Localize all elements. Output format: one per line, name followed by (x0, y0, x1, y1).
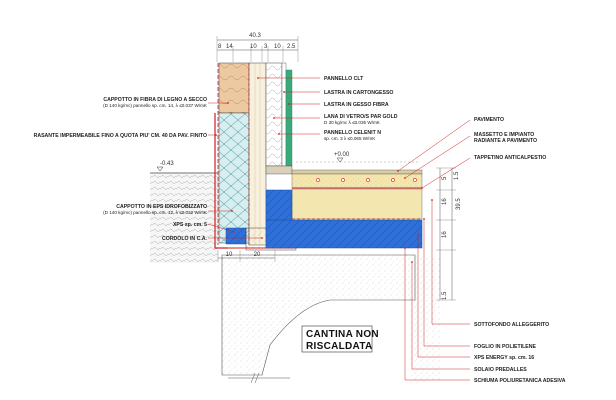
dimension-part-right: 1.5 (442, 291, 448, 300)
callout-title: SOLAIO PREDALLES (474, 367, 527, 373)
callouts-wall: PANNELLO CLT LASTRA IN CARTONGESSO LASTR… (257, 76, 398, 141)
callout-sub: sp. cm. 3 λ ≤0.065 W/mK (324, 136, 376, 141)
dimension-part: 8 (218, 44, 222, 50)
dimension-part-right: 5 (442, 176, 448, 180)
callout-title: PANNELLO CLT (324, 76, 364, 82)
foundation-concrete (221, 254, 440, 385)
floor-elevation: +0.00 (334, 152, 350, 158)
wall-section (214, 62, 297, 251)
callout-title: SCHIUMA POLIURETANICA ADESIVA (474, 378, 566, 384)
floor-section: +0.00 (265, 152, 423, 249)
callout-title: CAPPOTTO IN FIBRA DI LEGNO A SECCO (103, 97, 207, 103)
dimension-part: 10 (274, 44, 281, 50)
callout-sub: RADIANTE A PAVIMENTO (474, 138, 537, 144)
dimension-total: 40.3 (249, 33, 261, 39)
callout-title: XPS ENERGY sp. cm. 16 (474, 355, 534, 361)
callout-title: LANA DI VETRO/S PAR GOLD (324, 114, 398, 120)
callout-title: SOTTOFONDO ALLEGGERITO (474, 322, 549, 328)
callout-title: PAVIMENTO (474, 117, 504, 123)
callout-title: RASANTE IMPERMEABILE FINO A QUOTA PIU' C… (34, 133, 207, 139)
callout-title: CAPPOTTO IN EPS IDROFOBIZZATO (116, 204, 207, 210)
dimension-total-right: 39.5 (456, 198, 462, 210)
callouts-right: PAVIMENTO MASSETTO E IMPIANTO RADIANTE A… (397, 117, 566, 384)
callout-title: CORDOLO IN C.A. (162, 236, 208, 242)
dimension-part: 14 (226, 44, 233, 50)
dimension-bottom: 10 (226, 252, 233, 258)
callout-sub: (D 140 kg/mc) pannello sp. cm. 12, λ ≤0.… (103, 210, 208, 215)
dimension-part: 2.5 (287, 44, 296, 50)
space-label-line1: CANTINA NON (306, 329, 379, 340)
dimension-part-right: 16 (442, 198, 448, 205)
callout-sub: D 30 kg/mc λ ≤0.035 W/mK (324, 120, 381, 125)
callouts-left: CAPPOTTO IN FIBRA DI LEGNO A SECCO (D 14… (34, 97, 263, 242)
dimension-part-right: 16 (442, 231, 448, 238)
bottom-dimension-chain: 10 20 (217, 250, 290, 384)
top-dimension-chain: 40.3 8 14 10 3 10 2.5 (216, 33, 299, 62)
callout-sub: (D 140 kg/mc) pannello sp. cm. 14, λ ≤0.… (103, 103, 208, 108)
dimension-part: 3 (264, 44, 268, 50)
callout-title: FOGLIO IN POLIETILENE (474, 344, 537, 350)
right-dimension-chain: 39.5 5 1.5 16 16 1.5 (436, 167, 462, 301)
ground-elevation: -0.43 (160, 161, 174, 167)
dimension-bottom: 20 (254, 252, 261, 258)
callout-title: TAPPETINO ANTICALPESTIO (474, 155, 546, 161)
dimension-part: 10 (250, 44, 257, 50)
callout-title: LASTRA IN CARTONGESSO (324, 90, 393, 96)
callout-title: LASTRA IN GESSO FIBRA (324, 102, 389, 108)
space-label-box: CANTINA NON RISCALDATA (301, 325, 379, 353)
dimension-part-right: 1.5 (454, 171, 460, 180)
callout-title: MASSETTO E IMPIANTO (474, 132, 534, 138)
callout-title: PANNELLO CELENIT N (324, 130, 381, 136)
space-label-line2: RISCALDATA (306, 341, 373, 352)
callout-title: XPS sp. cm. 5 (173, 222, 207, 228)
external-ground: -0.43 (150, 161, 218, 263)
